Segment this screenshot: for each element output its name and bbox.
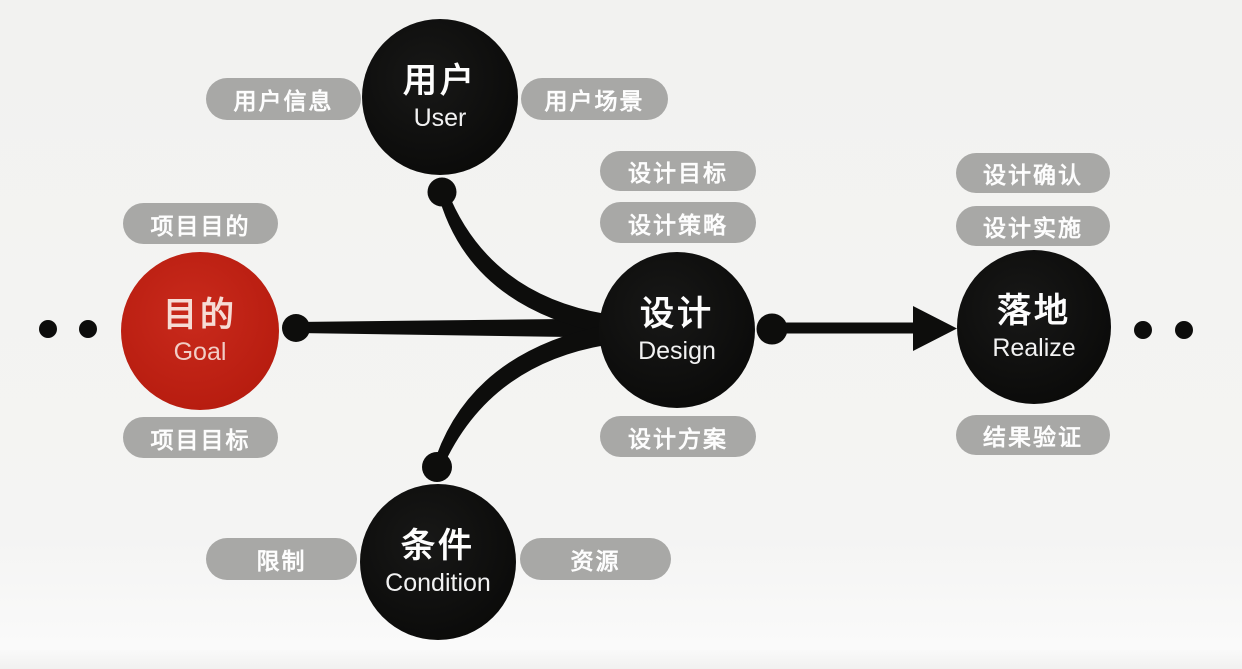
node-goal-label-zh: 目的 — [163, 295, 237, 334]
edge-user-design — [437, 190, 606, 334]
pill-realize-top1: 设计确认 — [956, 153, 1110, 193]
arrowhead-icon — [913, 306, 957, 351]
pill-realize-top2: 设计实施 — [956, 206, 1110, 246]
node-design: 设计 Design — [599, 252, 755, 408]
connector-dot-design — [756, 313, 788, 345]
connector-dot-user — [427, 177, 457, 207]
connector-dot-condition — [422, 452, 452, 482]
ellipsis-right-dot — [1134, 321, 1152, 339]
pill-goal-bottom: 项目目标 — [123, 417, 278, 458]
node-user-label-zh: 用户 — [403, 61, 477, 100]
node-goal-label-en: Goal — [173, 337, 227, 366]
node-design-label-en: Design — [638, 336, 716, 365]
node-user: 用户 User — [362, 19, 518, 175]
node-design-label-zh: 设计 — [640, 294, 714, 333]
node-condition: 条件 Condition — [360, 484, 516, 640]
pill-condition-right: 资源 — [520, 538, 671, 580]
edge-design-realize — [780, 322, 914, 334]
pill-condition-left: 限制 — [206, 538, 357, 580]
node-realize-label-zh: 落地 — [997, 291, 1071, 330]
pill-design-top2: 设计策略 — [600, 202, 756, 243]
pill-user-right: 用户场景 — [521, 78, 668, 120]
node-condition-label-en: Condition — [385, 568, 491, 597]
ellipsis-right-dot — [1175, 321, 1193, 339]
node-goal: 目的 Goal — [121, 252, 279, 410]
ellipsis-left-dot — [39, 320, 57, 338]
ellipsis-left-dot — [79, 320, 97, 338]
pill-design-bottom: 设计方案 — [600, 416, 756, 457]
pill-user-left: 用户信息 — [206, 78, 361, 120]
edge-condition-design — [432, 325, 606, 469]
node-realize-label-en: Realize — [992, 333, 1076, 362]
node-condition-label-zh: 条件 — [401, 526, 475, 565]
connector-dot-goal — [282, 314, 310, 342]
pill-goal-top: 项目目的 — [123, 203, 278, 244]
node-user-label-en: User — [413, 103, 467, 132]
node-realize: 落地 Realize — [957, 250, 1111, 404]
edge-goal-design — [296, 318, 606, 338]
pill-realize-bottom: 结果验证 — [956, 415, 1110, 455]
pill-design-top1: 设计目标 — [600, 151, 756, 191]
